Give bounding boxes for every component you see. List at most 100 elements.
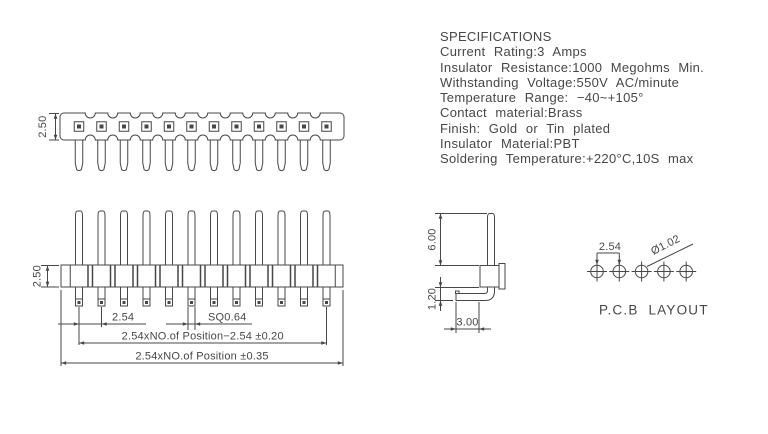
short-pin — [255, 286, 263, 300]
body-segment — [204, 264, 224, 288]
pin — [209, 139, 219, 172]
spec-line: Finish: Gold or Tin plated — [440, 120, 611, 136]
short-pin — [187, 286, 196, 300]
arrowhead — [617, 259, 622, 265]
contact-core — [122, 124, 126, 129]
side-view-dimension-lines — [435, 213, 491, 333]
pin — [74, 139, 84, 172]
span-dim-label: 2.54xNO.of Position−2.54 ±0.20 — [122, 331, 284, 343]
arrowhead — [438, 282, 443, 288]
arrowhead — [479, 327, 485, 331]
long-pin — [232, 210, 241, 265]
short-pin — [75, 286, 83, 300]
front-view-long-pins — [75, 210, 331, 265]
arrowhead — [595, 259, 599, 265]
contact-core — [279, 124, 284, 129]
long-pin — [187, 210, 196, 265]
side-view-tail-tip-tab — [455, 290, 460, 294]
arrowhead — [79, 341, 85, 345]
arrowhead — [182, 322, 188, 326]
pin-square-dim-label: SQ0.64 — [208, 312, 247, 324]
pin — [187, 139, 196, 172]
body-rib — [290, 264, 296, 288]
pin-tip-core — [212, 301, 216, 304]
body-segment — [114, 264, 134, 288]
arrowhead — [195, 322, 201, 326]
arrowhead — [53, 134, 58, 140]
dimension-arrowheads — [45, 113, 622, 365]
front-view-body — [60, 264, 344, 288]
contact-core — [77, 124, 81, 129]
arrowhead — [450, 327, 456, 331]
pin — [322, 139, 331, 172]
arrowhead — [321, 341, 327, 345]
body-rib — [312, 264, 318, 288]
arrowhead — [73, 322, 79, 326]
spec-line: Insulator Resistance:1000 Megohms Min. — [440, 59, 705, 75]
arrowhead — [53, 113, 58, 119]
short-pin — [300, 286, 308, 300]
body-segment — [294, 264, 314, 288]
body-segment — [272, 264, 291, 288]
arrowhead — [438, 300, 443, 306]
top-view-body — [59, 112, 345, 141]
pin-tip-core — [190, 301, 193, 304]
spec-line: Soldering Temperature:+220°C,10S max — [440, 151, 694, 167]
front-view-drawing: 2.50 2.54 SQ0.64 2.54xNO.of Position−2.5… — [31, 210, 344, 366]
body-rib — [245, 264, 251, 288]
pad-crosshair — [653, 261, 674, 282]
body-rib — [132, 264, 138, 288]
body-segment — [137, 264, 156, 288]
body-segment — [182, 264, 201, 288]
contact-core — [99, 124, 104, 129]
arrowhead — [337, 361, 343, 365]
tail-drop-dim-label: 1.20 — [426, 288, 438, 310]
long-pin — [322, 210, 331, 265]
contact-core — [302, 124, 306, 129]
pin — [277, 139, 286, 172]
pad-crosshair — [631, 261, 652, 282]
long-pin — [120, 210, 128, 265]
contact-core — [257, 124, 261, 129]
top-view-drawing: 2.50 — [37, 112, 345, 172]
contact-core — [167, 124, 171, 129]
long-pin — [210, 210, 218, 265]
side-view-bent-tail — [455, 286, 495, 301]
pcb-pitch-dim-label: 2.54 — [599, 241, 621, 253]
contact-core — [189, 124, 194, 129]
body-segment — [227, 264, 246, 288]
spec-line: Withstanding Voltage:550V AC/minute — [440, 74, 680, 90]
pin-tip-core — [280, 301, 283, 304]
contact-core — [324, 124, 329, 129]
short-pin — [165, 286, 173, 300]
arrowhead — [438, 260, 443, 266]
front-view-short-pins — [75, 286, 331, 307]
pin-tip-core — [302, 301, 306, 304]
pin-tip-core — [122, 301, 126, 304]
pin — [299, 139, 309, 172]
specifications-block: SPECIFICATIONS Current Rating:3 Amps Ins… — [440, 29, 704, 167]
contact-core — [234, 124, 239, 129]
short-pin — [120, 286, 128, 300]
specs-title: SPECIFICATIONS — [440, 29, 552, 44]
short-pin — [277, 286, 286, 300]
spec-line: Temperature Range: −40~+105° — [440, 90, 644, 106]
short-pin — [322, 286, 331, 300]
long-pin — [255, 210, 263, 265]
insulator-body-outline — [59, 112, 345, 141]
pin — [119, 139, 129, 172]
pin-tip-core — [100, 301, 103, 304]
top-view-height-dim-label: 2.50 — [37, 116, 49, 138]
pin — [142, 139, 151, 172]
short-pin — [97, 286, 106, 300]
side-view-body-flange — [498, 263, 506, 290]
short-pin — [210, 286, 218, 300]
body-segment — [69, 264, 89, 288]
top-view-pins — [74, 139, 331, 172]
spec-line: Insulator Material:PBT — [440, 136, 580, 152]
front-view-height-dim-label: 2.50 — [31, 265, 43, 287]
arrowhead — [438, 213, 443, 219]
arrowhead — [101, 322, 107, 326]
pcb-layout-caption: P.C.B LAYOUT — [599, 303, 709, 318]
